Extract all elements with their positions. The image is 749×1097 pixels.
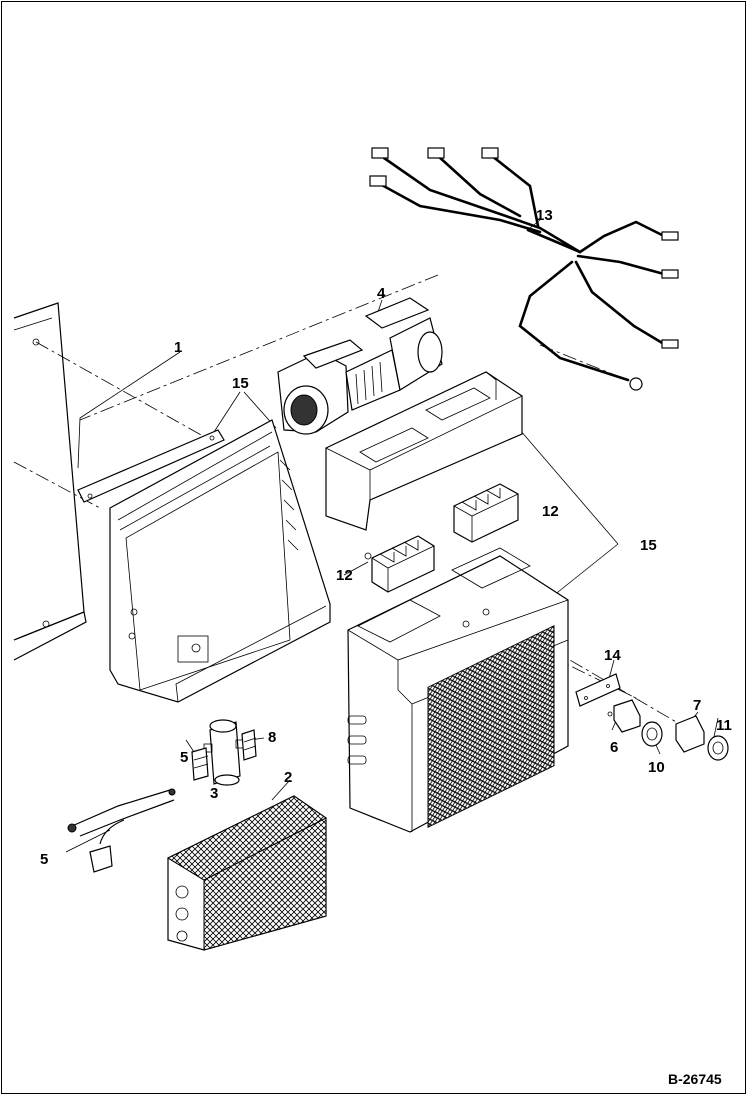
callout-5: 5 [40,851,48,868]
switch-part-7 [675,715,705,753]
callout-8: 8 [268,729,276,746]
switch-bracket-part-14 [575,673,621,707]
heater-core-part-2 [166,795,327,951]
vent-louver-part-12-right [453,483,519,543]
callout-15b: 15 [640,537,657,554]
upper-air-housing [325,371,523,531]
callout-7: 7 [693,697,701,714]
outer-heater-housing-part-15 [347,547,569,833]
knob-part-11 [707,735,729,761]
callout-15a: 15 [232,375,249,392]
switch-part-6 [607,699,641,733]
heater-hoses-part-5 [67,788,176,873]
callout-12a: 12 [336,567,353,584]
vent-louver-part-12-left [364,535,435,593]
callout-3: 3 [210,785,218,802]
wiring-harness-part-13 [369,147,679,391]
callout-10: 10 [648,759,665,776]
callout-14: 14 [604,647,621,664]
callout-11: 11 [716,717,732,734]
clip-part-8-right [241,729,257,761]
cab-wall-panel [13,302,87,661]
callout-5b: 5 [180,749,188,766]
callout-4: 4 [377,285,386,302]
inner-housing-frame-part-15 [109,419,331,703]
clip-part-8-left [191,747,209,781]
callout-1: 1 [174,339,182,356]
callout-6: 6 [610,739,618,756]
knob-part-10 [641,721,663,747]
callout-13: 13 [536,207,553,224]
callout-12b: 12 [542,503,559,520]
callout-2: 2 [284,769,292,786]
figure-number: B-26745 [668,1071,722,1087]
mounting-plate-part-1 [77,429,225,503]
water-valve-part-3 [203,719,245,786]
blower-motor-part-4 [277,297,443,435]
callout-labels: 1 2 3 4 5 5 6 7 8 10 11 12 12 13 14 15 1… [40,207,732,868]
